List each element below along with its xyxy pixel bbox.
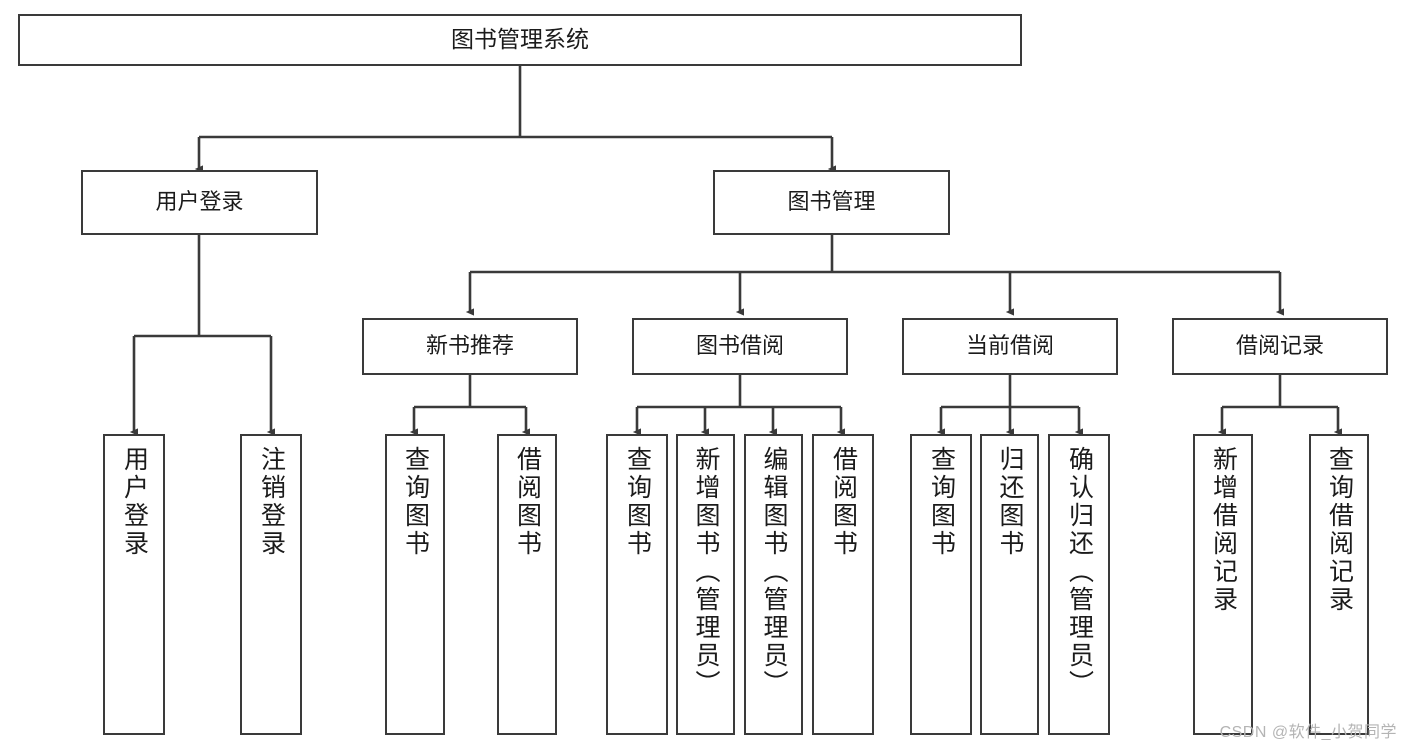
leaf-current-borrow-confirm[interactable]: 确认归还（管理员） <box>1048 434 1110 735</box>
node-new-book-recommend-label: 新书推荐 <box>425 333 514 359</box>
leaf-borrow-record-add-label: 新增借阅记录 <box>1209 446 1238 614</box>
leaf-book-borrow-query-label: 查询图书 <box>623 446 652 558</box>
leaf-borrow-record-query-label: 查询借阅记录 <box>1325 446 1354 614</box>
node-root[interactable]: 图书管理系统 <box>18 14 1022 66</box>
leaf-book-borrow-edit[interactable]: 编辑图书（管理员） <box>744 434 803 735</box>
node-book-borrow-label: 图书借阅 <box>695 333 784 359</box>
node-book-manage[interactable]: 图书管理 <box>713 170 950 235</box>
leaf-current-borrow-confirm-label: 确认归还（管理员） <box>1065 446 1094 698</box>
leaf-book-borrow-borrow-label: 借阅图书 <box>829 446 858 558</box>
node-current-borrow[interactable]: 当前借阅 <box>902 318 1118 375</box>
leaf-user-login-logout[interactable]: 注销登录 <box>240 434 302 735</box>
leaf-user-login-login-label: 用户登录 <box>120 446 149 558</box>
leaf-current-borrow-query[interactable]: 查询图书 <box>910 434 972 735</box>
node-new-book-recommend[interactable]: 新书推荐 <box>362 318 578 375</box>
leaf-book-borrow-add[interactable]: 新增图书（管理员） <box>676 434 735 735</box>
leaf-current-borrow-return-label: 归还图书 <box>996 446 1024 558</box>
leaf-current-borrow-return[interactable]: 归还图书 <box>980 434 1039 735</box>
leaf-book-borrow-add-label: 新增图书（管理员） <box>692 446 720 698</box>
node-root-label: 图书管理系统 <box>451 26 589 53</box>
leaf-borrow-record-query[interactable]: 查询借阅记录 <box>1309 434 1369 735</box>
node-borrow-record-label: 借阅记录 <box>1235 333 1324 359</box>
node-borrow-record[interactable]: 借阅记录 <box>1172 318 1388 375</box>
leaf-current-borrow-query-label: 查询图书 <box>927 446 956 558</box>
node-user-login-label: 用户登录 <box>155 189 244 215</box>
leaf-book-borrow-edit-label: 编辑图书（管理员） <box>760 446 788 698</box>
leaf-new-book-borrow[interactable]: 借阅图书 <box>497 434 557 735</box>
leaf-user-login-logout-label: 注销登录 <box>257 446 286 558</box>
leaf-new-book-borrow-label: 借阅图书 <box>513 446 542 558</box>
node-book-borrow[interactable]: 图书借阅 <box>632 318 848 375</box>
node-user-login[interactable]: 用户登录 <box>81 170 318 235</box>
leaf-borrow-record-add[interactable]: 新增借阅记录 <box>1193 434 1253 735</box>
leaf-book-borrow-query[interactable]: 查询图书 <box>606 434 668 735</box>
leaf-user-login-login[interactable]: 用户登录 <box>103 434 165 735</box>
node-book-manage-label: 图书管理 <box>787 189 876 215</box>
leaf-new-book-query[interactable]: 查询图书 <box>385 434 445 735</box>
node-current-borrow-label: 当前借阅 <box>965 333 1054 359</box>
leaf-new-book-query-label: 查询图书 <box>401 446 430 558</box>
leaf-book-borrow-borrow[interactable]: 借阅图书 <box>812 434 874 735</box>
